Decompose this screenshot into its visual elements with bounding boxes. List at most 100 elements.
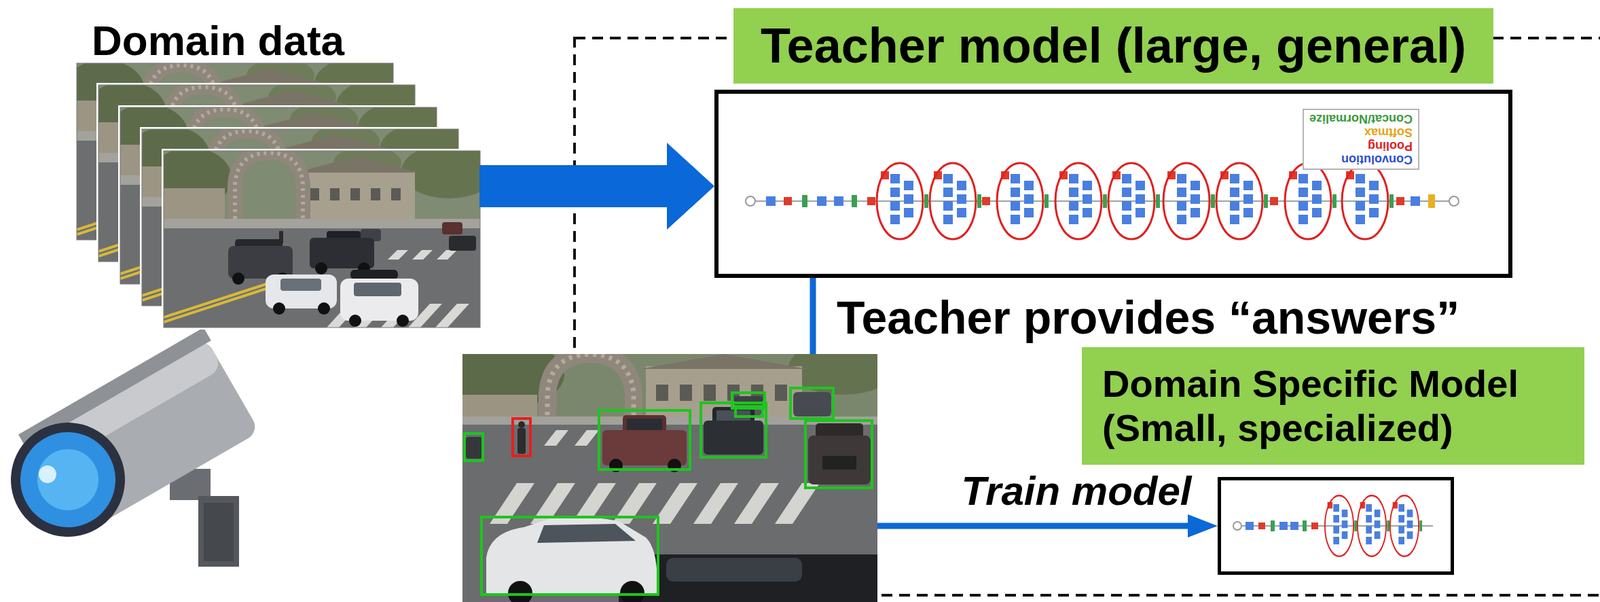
student-network	[1311, 522, 1319, 530]
detection-image	[703, 384, 716, 401]
heading-band: Domain data	[91, 16, 346, 66]
frame-stack	[163, 150, 481, 328]
student-network	[1390, 495, 1423, 557]
frame-stack	[163, 150, 481, 328]
edge-label: Train model	[961, 468, 1192, 514]
teacher-network	[996, 162, 1049, 240]
detection-image	[547, 353, 634, 424]
heading-text: Domain Specific Model (Small, specialize…	[1102, 361, 1565, 450]
detection-image	[465, 436, 483, 459]
teacher-network	[1341, 162, 1394, 240]
detection-image	[543, 429, 569, 446]
detection-image	[700, 402, 767, 458]
teacher-network	[745, 162, 1459, 240]
teacher-network	[1396, 196, 1405, 206]
teacher-network	[851, 194, 858, 208]
detection-image	[693, 482, 739, 524]
detection-image	[512, 418, 531, 456]
teacher-network	[783, 196, 792, 206]
teacher-network	[1108, 162, 1160, 240]
student-network	[1357, 495, 1390, 557]
detection-image	[793, 391, 832, 417]
detection-image	[734, 482, 779, 524]
legend-text: Convolution	[1309, 152, 1413, 167]
student-network	[1324, 495, 1357, 557]
teacher-network	[876, 162, 929, 240]
detection-image	[464, 433, 483, 461]
frame-stack	[63, 56, 497, 330]
data-stack: Domain data	[76, 16, 480, 327]
frame-stack	[150, 143, 497, 330]
detection-image	[462, 353, 878, 602]
teacher-network	[1055, 162, 1107, 240]
teacher-network	[1269, 196, 1279, 206]
detection-image	[805, 420, 872, 488]
teacher-network	[802, 194, 808, 208]
detection-image	[774, 384, 788, 401]
detection-image	[464, 387, 872, 595]
camera-icon	[0, 327, 265, 567]
detection-image	[626, 418, 663, 431]
teacher-network	[1163, 162, 1215, 240]
heading-band: Teacher model (large, general)	[733, 8, 1494, 84]
data-flow-arrow	[479, 142, 715, 230]
student-network	[1245, 521, 1254, 530]
detection-image	[656, 384, 788, 401]
detection-image	[666, 557, 803, 582]
teacher-network	[745, 196, 756, 206]
detection-image	[790, 387, 834, 419]
teacher-network	[867, 196, 876, 206]
detection-image	[547, 353, 634, 424]
detection-image	[537, 523, 636, 543]
detection-image	[735, 406, 763, 417]
heading-text: Domain data	[91, 16, 345, 65]
detection-image	[598, 410, 690, 470]
student-network	[1279, 521, 1288, 530]
student-network	[1302, 520, 1307, 532]
student-model-box: Domain Specific Model (Small, specialize…	[1217, 476, 1454, 575]
annotation-text: Teacher provides “answers”	[836, 292, 1460, 343]
legend-text: Softmax	[1309, 125, 1413, 140]
legend-box: ConvolutionPoolingSoftmaxConcat/Normaliz…	[1302, 108, 1420, 170]
student-network	[1290, 521, 1299, 530]
detection-image	[679, 384, 693, 401]
teacher-network	[1410, 196, 1421, 206]
camera-icon	[35, 461, 60, 487]
camera-icon	[2, 414, 133, 544]
teacher-network	[1449, 196, 1459, 206]
detection-image	[620, 580, 645, 602]
detection-image	[507, 580, 533, 602]
detection-image	[703, 420, 764, 455]
detection-image	[822, 455, 857, 470]
detection-image	[640, 353, 808, 369]
student-network	[1258, 522, 1266, 530]
teacher-network	[1284, 162, 1337, 240]
frame-stack	[163, 150, 481, 328]
detection-image	[518, 421, 525, 428]
detection-image	[489, 429, 820, 524]
detection-image	[517, 427, 526, 454]
camera-icon	[198, 495, 240, 567]
camera-icon	[203, 502, 234, 561]
student-network	[1233, 521, 1242, 530]
student-network	[1270, 520, 1275, 532]
teacher-network	[1216, 162, 1268, 240]
teacher-network	[929, 162, 982, 240]
camera-icon	[0, 401, 147, 557]
teacher-network	[766, 196, 776, 206]
teacher-network	[833, 196, 844, 206]
detection-image	[574, 429, 599, 446]
detection-image	[656, 384, 669, 401]
heading-text: Teacher model (large, general)	[760, 17, 1467, 75]
legend-text: Pooling	[1309, 139, 1413, 153]
teacher-network	[982, 196, 991, 206]
detection-image	[481, 516, 659, 595]
camera-icon	[26, 438, 111, 522]
student-network	[1233, 495, 1433, 557]
detection-image	[808, 435, 871, 485]
camera-icon	[0, 327, 265, 558]
legend-text: Concat/Normalize	[1309, 112, 1413, 126]
teacher-network	[816, 196, 827, 206]
teacher-network	[1428, 194, 1435, 208]
